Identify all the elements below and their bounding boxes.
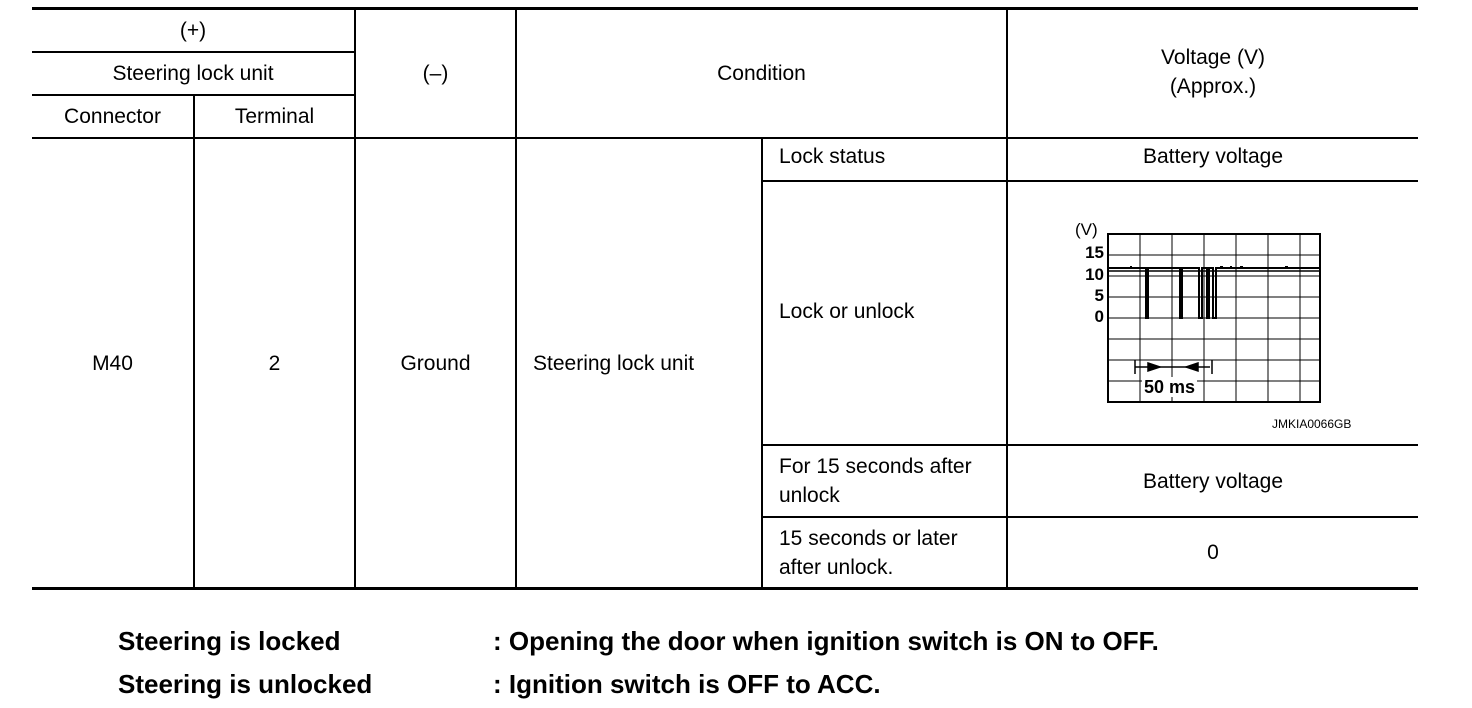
span-arrow-right [1183, 361, 1199, 373]
sub-condition-15s-after-unlock-line-1: For 15 seconds after [779, 455, 972, 478]
header-steering-lock-unit: Steering lock unit [112, 62, 274, 85]
scope-time-label: 50 ms [1142, 377, 1198, 397]
sub-voltage-lock-status: Battery voltage [1142, 145, 1284, 168]
col-divider-minus [515, 8, 517, 588]
table-top-rule [32, 7, 1418, 10]
header-connector: Connector [64, 105, 161, 128]
table-bottom-rule [32, 587, 1418, 590]
row-terminal: 2 [268, 351, 281, 375]
noise-dot [1240, 266, 1243, 268]
sub-voltage-15s-after-unlock: Battery voltage [1142, 469, 1284, 493]
header-bottom-rule [32, 137, 1418, 139]
sub-condition-lock-or-unlock: Lock or unlock [779, 299, 915, 323]
time-span-marker [1134, 360, 1213, 374]
header-condition: Condition [717, 62, 806, 85]
note-locked-label: Steering is locked [118, 626, 341, 656]
scope-y-tick-5: 5 [1094, 286, 1104, 305]
noise-dot [1220, 266, 1223, 268]
header-voltage-line-1: Voltage (V) [1161, 45, 1265, 69]
voltage-trace [1108, 267, 1320, 319]
scope-unit-label: (V) [1075, 220, 1098, 239]
sub-condition-lock-status: Lock status [779, 145, 886, 168]
sub-condition-15s-or-later-line-1: 15 seconds or later [779, 526, 958, 550]
row-minus: Ground [400, 351, 471, 375]
noise-dot [1285, 266, 1288, 268]
sub-condition-15s-after-unlock: For 15 seconds after unlock [763, 446, 1006, 516]
header-terminal: Terminal [234, 105, 315, 128]
span-arrow-left [1147, 361, 1163, 373]
scope-grid [1108, 234, 1320, 402]
sub-condition-15s-or-later: 15 seconds or later after unlock. [763, 518, 1006, 587]
row-connector: M40 [92, 351, 133, 375]
col-divider-condition [761, 138, 763, 588]
header-minus: (–) [422, 62, 449, 85]
col-divider-terminal [354, 8, 356, 588]
sub-row-rule-3 [762, 516, 1418, 518]
trace-noise [1130, 266, 1288, 268]
noise-dot [1130, 266, 1132, 268]
sub-row-rule-1 [762, 180, 1418, 182]
scope-y-tick-10: 10 [1085, 265, 1104, 284]
sub-row-rule-2 [762, 444, 1418, 446]
scope-frame [1107, 233, 1321, 403]
header-voltage: Voltage (V) (Approx.) [1008, 10, 1418, 137]
oscilloscope-trace [1107, 233, 1321, 403]
col-divider-voltage [1006, 8, 1008, 588]
scope-y-tick-15: 15 [1085, 243, 1104, 262]
figure-code: JMKIA0066GB [1272, 417, 1352, 431]
col-divider-connector [193, 94, 195, 588]
waveform-figure: (V) 15 10 5 0 50 ms JMKIA0066GB [1070, 218, 1370, 438]
header-rule-1 [32, 51, 356, 53]
row-condition: Steering lock unit [533, 351, 695, 375]
sub-condition-15s-or-later-line-2: after unlock. [779, 555, 894, 579]
sub-condition-15s-after-unlock-line-2: unlock [779, 484, 840, 507]
scope-y-tick-0: 0 [1094, 307, 1104, 326]
noise-dot [1230, 266, 1232, 268]
header-voltage-line-2: (Approx.) [1169, 74, 1257, 98]
note-unlocked-label: Steering is unlocked [118, 669, 373, 699]
note-locked-text: : Opening the door when ignition switch … [493, 626, 1159, 656]
note-unlocked-text: : Ignition switch is OFF to ACC. [493, 669, 881, 699]
header-plus: (+) [179, 19, 207, 42]
sub-voltage-15s-or-later: 0 [1207, 541, 1219, 564]
